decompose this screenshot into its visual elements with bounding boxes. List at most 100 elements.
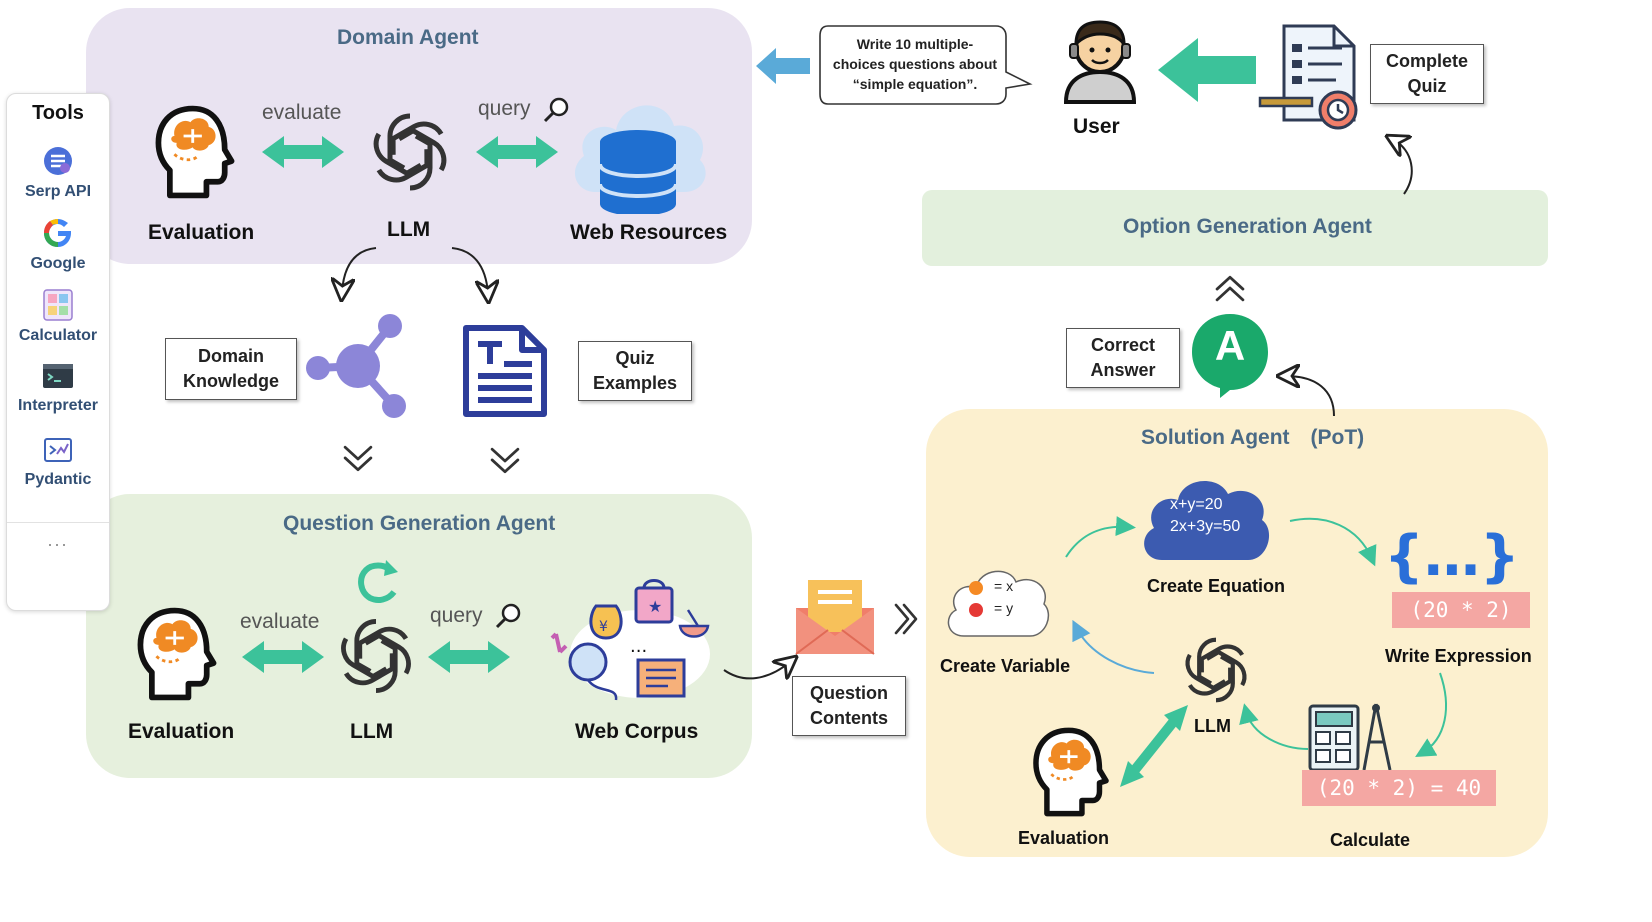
google-icon xyxy=(44,219,71,247)
option-to-quiz-curved-arrow xyxy=(1366,122,1413,195)
domain-evaluate-edge-label: evaluate xyxy=(262,101,342,124)
user-speech-line-2: choices questions about xyxy=(832,56,998,72)
create-variable-label: Create Variable xyxy=(940,656,1071,676)
question-query-double-arrow-icon xyxy=(428,641,510,673)
expression-code: (20 * 2) xyxy=(1392,592,1530,628)
user-label: User xyxy=(1073,115,1120,138)
user-speech-line-3: “simple equation”. xyxy=(852,76,978,92)
question-evaluate-edge-label: evaluate xyxy=(240,610,320,633)
complete-quiz-document-icon xyxy=(1258,24,1358,130)
question-to-contents-curved-arrow xyxy=(723,640,800,690)
tool-serp-api[interactable]: Serp API xyxy=(7,144,109,201)
option-agent-panel xyxy=(922,190,1548,266)
web-resources-label: Web Resources xyxy=(570,221,728,244)
calculate-code: (20 * 2) = 40 xyxy=(1302,770,1496,806)
tools-divider xyxy=(7,522,109,523)
domain-knowledge-line-2: Knowledge xyxy=(182,371,279,391)
solution-evaluation-label: Evaluation xyxy=(1018,828,1110,848)
equation-line-1: x+y=20 xyxy=(1170,496,1223,513)
answer-badge-letter: A xyxy=(1214,322,1246,369)
domain-query-magnifier-icon xyxy=(543,97,569,123)
return-to-domain-arrow-icon xyxy=(756,48,810,84)
knowledge-graph-icon xyxy=(306,314,406,418)
question-evaluation-label: Evaluation xyxy=(128,720,235,743)
answer-badge-icon xyxy=(1192,314,1268,398)
interpreter-icon xyxy=(43,364,73,388)
user-speech-text: Write 10 multiple- choices questions abo… xyxy=(824,34,1006,94)
web-corpus-collage-icon: ★ ¥ ... xyxy=(550,579,710,701)
envelope-icon xyxy=(795,580,875,655)
quiz-to-user-arrow-icon xyxy=(1158,38,1256,102)
google-label: Google xyxy=(30,255,86,272)
quiz-examples-line-1: Quiz xyxy=(615,348,655,368)
tools-title: Tools xyxy=(32,102,84,124)
domain-evaluation-label: Evaluation xyxy=(148,221,255,244)
domain-agent-title: Domain Agent xyxy=(337,26,479,49)
contents-to-solution-chevron-icon xyxy=(894,603,918,635)
solution-llm-label: LLM xyxy=(1194,716,1231,736)
knowledge-down-chevron-icon xyxy=(343,445,373,472)
variable-cloud-icon xyxy=(947,570,1050,637)
question-contents-line-2: Contents xyxy=(810,708,888,728)
question-query-magnifier-icon xyxy=(495,603,521,629)
correct-answer-line-2: Answer xyxy=(1090,360,1156,380)
solution-to-answer-curved-arrow xyxy=(1272,360,1335,417)
solution-agent-title: Solution Agent (PoT) xyxy=(1141,426,1365,449)
domain-query-double-arrow-icon xyxy=(476,136,558,168)
answer-up-chevron-icon xyxy=(1215,275,1245,302)
quiz-document-icon xyxy=(463,325,547,417)
domain-evaluation-head-icon xyxy=(152,104,238,200)
question-agent-title: Question Generation Agent xyxy=(283,512,556,535)
question-contents-box: Question Contents xyxy=(792,676,906,736)
serp-api-label: Serp API xyxy=(24,183,92,200)
quiz-examples-box: Quiz Examples xyxy=(578,341,692,401)
pydantic-icon xyxy=(44,438,72,462)
question-refresh-cycle-icon xyxy=(358,560,398,603)
solution-flow-arrows xyxy=(1065,516,1447,787)
option-agent-title: Option Generation Agent xyxy=(1123,215,1372,238)
web-resources-cloud-database-icon xyxy=(574,105,706,214)
create-equation-label: Create Equation xyxy=(1147,576,1286,596)
write-expression-label: Write Expression xyxy=(1385,646,1532,666)
user-speech-line-1: Write 10 multiple- xyxy=(856,36,974,52)
question-evaluate-double-arrow-icon xyxy=(242,641,324,673)
question-evaluation-head-icon xyxy=(134,606,220,702)
complete-quiz-box: Complete Quiz xyxy=(1370,44,1484,104)
correct-answer-box: Correct Answer xyxy=(1066,328,1180,388)
interpreter-label: Interpreter xyxy=(17,397,99,414)
domain-down-curved-arrows xyxy=(320,247,520,316)
complete-quiz-line-1: Complete xyxy=(1385,51,1468,71)
tools-panel: Tools Serp API Google Calculator xyxy=(6,93,110,611)
calculator-compass-icon xyxy=(1308,703,1392,772)
svg-text:...: ... xyxy=(630,636,647,657)
tool-interpreter[interactable]: Interpreter xyxy=(7,362,109,415)
svg-text:★: ★ xyxy=(648,597,662,616)
domain-llm-icon xyxy=(360,102,460,202)
expression-braces-icon: {…} xyxy=(1384,524,1520,589)
tool-pydantic[interactable]: Pydantic xyxy=(7,436,109,489)
domain-evaluate-double-arrow-icon xyxy=(262,136,344,168)
tool-calculator[interactable]: Calculator xyxy=(7,288,109,345)
quiz-examples-line-2: Examples xyxy=(592,373,678,393)
equation-line-2: 2x+3y=50 xyxy=(1170,518,1241,535)
calculate-label: Calculate xyxy=(1330,830,1411,850)
domain-knowledge-box: Domain Knowledge xyxy=(165,338,297,400)
correct-answer-line-1: Correct xyxy=(1090,335,1156,355)
question-contents-line-1: Question xyxy=(809,683,888,703)
quiz-down-chevron-icon xyxy=(490,447,520,474)
calculator-icon xyxy=(43,289,73,321)
question-llm-icon xyxy=(328,608,424,704)
question-llm-label: LLM xyxy=(350,720,394,743)
user-speech-bubble xyxy=(819,25,1033,105)
domain-llm-label: LLM xyxy=(387,218,431,241)
pydantic-label: Pydantic xyxy=(24,471,92,488)
serp-api-icon xyxy=(44,147,72,175)
web-corpus-label: Web Corpus xyxy=(575,720,699,743)
tools-more[interactable]: ... xyxy=(47,530,69,550)
tool-google[interactable]: Google xyxy=(7,216,109,273)
svg-text:¥: ¥ xyxy=(599,619,608,635)
domain-query-edge-label: query xyxy=(478,97,531,120)
variable-line-2: = y xyxy=(994,600,1014,616)
user-avatar-icon xyxy=(1063,20,1137,104)
complete-quiz-line-2: Quiz xyxy=(1407,76,1447,96)
